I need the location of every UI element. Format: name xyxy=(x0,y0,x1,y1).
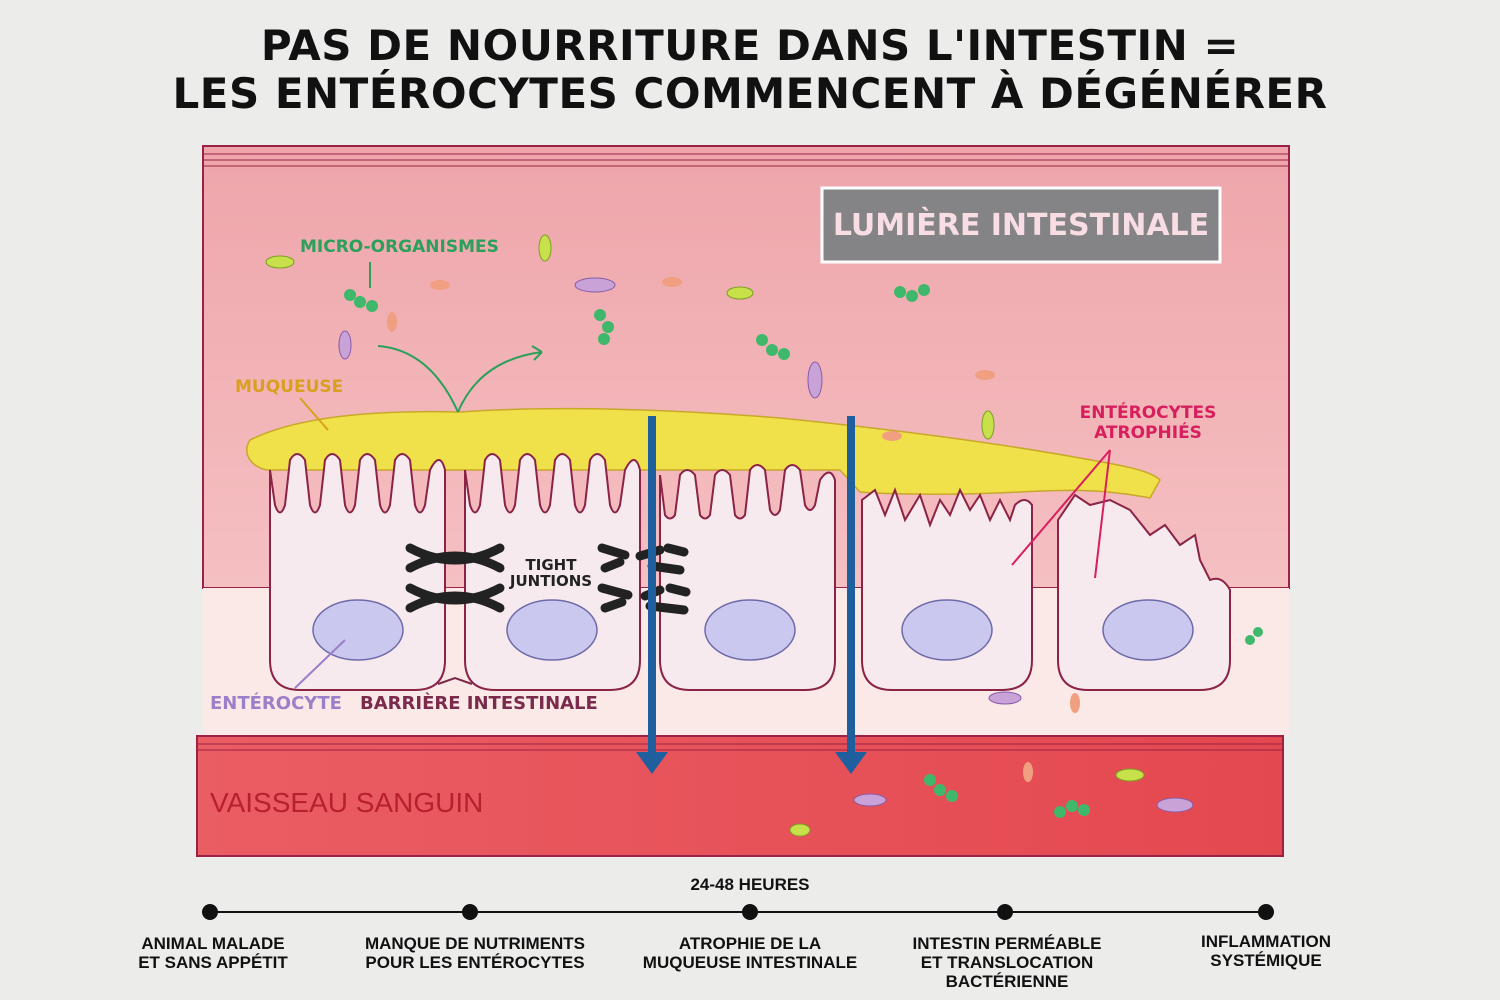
barrier-label: BARRIÈRE INTESTINALE xyxy=(360,692,598,714)
title-line-1: PAS DE NOURRITURE DANS L'INTESTIN = xyxy=(260,21,1240,70)
timeline-step-4: INTESTIN PERMÉABLE ET TRANSLOCATION BACT… xyxy=(887,934,1127,991)
timeline-step-5-line1: INFLAMMATION xyxy=(1201,932,1331,951)
vessel-label: VAISSEAU SANGUIN xyxy=(210,787,483,818)
translocation-arrow-1 xyxy=(636,416,668,774)
title-line-2: LES ENTÉROCYTES COMMENCENT À DÉGÉNÉRER xyxy=(172,69,1328,118)
timeline-line xyxy=(210,911,1266,913)
enterocyte-label: ENTÉROCYTE xyxy=(210,692,342,714)
timeline-step-5: INFLAMMATION SYSTÉMIQUE xyxy=(1146,932,1386,970)
translocation-arrow-2 xyxy=(835,416,867,774)
nucleus-1 xyxy=(312,599,404,661)
tight-junction-label-line1: TIGHT xyxy=(526,556,578,574)
timeline-step-1: ANIMAL MALADE ET SANS APPÉTIT xyxy=(93,934,333,972)
timeline-step-3: ATROPHIE DE LA MUQUEUSE INTESTINALE xyxy=(630,934,870,972)
atrophied-label-line1: ENTÉROCYTES xyxy=(1080,401,1217,423)
nucleus-3 xyxy=(704,599,796,661)
microorganism-cluster xyxy=(265,234,1263,837)
timeline-step-3-line2: MUQUEUSE INTESTINALE xyxy=(642,953,858,972)
timeline-dot-4 xyxy=(997,904,1013,920)
timeline-dot-1 xyxy=(202,904,218,920)
micro-organism-arrows xyxy=(377,345,543,413)
timeline-step-4-line3: BACTÉRIENNE xyxy=(945,972,1069,991)
timeline-step-2-line1: MANQUE DE NUTRIMENTS xyxy=(364,934,586,953)
timeline-dot-2 xyxy=(462,904,478,920)
timeline-dot-5 xyxy=(1258,904,1274,920)
timeline-step-4-line2: ET TRANSLOCATION xyxy=(920,953,1094,972)
blood-vessel xyxy=(196,735,1284,857)
mucus-layer xyxy=(246,407,1161,499)
tight-junction-broken xyxy=(597,543,691,615)
mucus-label: MUQUEUSE xyxy=(235,377,343,397)
timeline-heading: 24-48 HEURES xyxy=(690,875,810,894)
nucleus-4 xyxy=(901,599,993,661)
timeline-step-1-line1: ANIMAL MALADE xyxy=(141,934,285,953)
timeline-step-5-line2: SYSTÉMIQUE xyxy=(1210,951,1322,970)
timeline-step-2-line2: POUR LES ENTÉROCYTES xyxy=(365,953,585,972)
timeline-step-3-line1: ATROPHIE DE LA xyxy=(678,934,822,953)
tight-junction-label-line2: JUNTIONS xyxy=(509,572,592,590)
timeline-dot-3 xyxy=(742,904,758,920)
nucleus-5 xyxy=(1102,599,1194,661)
atrophied-label-line2: ATROPHIÉS xyxy=(1094,421,1202,443)
lumen-label: LUMIÈRE INTESTINALE xyxy=(833,207,1209,243)
timeline-step-1-line2: ET SANS APPÉTIT xyxy=(138,953,288,972)
lumen-label-box xyxy=(820,186,1222,264)
microorganisms-label: MICRO-ORGANISMES xyxy=(300,237,499,257)
tight-junction-intact xyxy=(405,543,505,613)
nucleus-2 xyxy=(506,599,598,661)
timeline-step-2: MANQUE DE NUTRIMENTS POUR LES ENTÉROCYTE… xyxy=(355,934,595,972)
timeline-step-4-line1: INTESTIN PERMÉABLE xyxy=(912,934,1102,953)
